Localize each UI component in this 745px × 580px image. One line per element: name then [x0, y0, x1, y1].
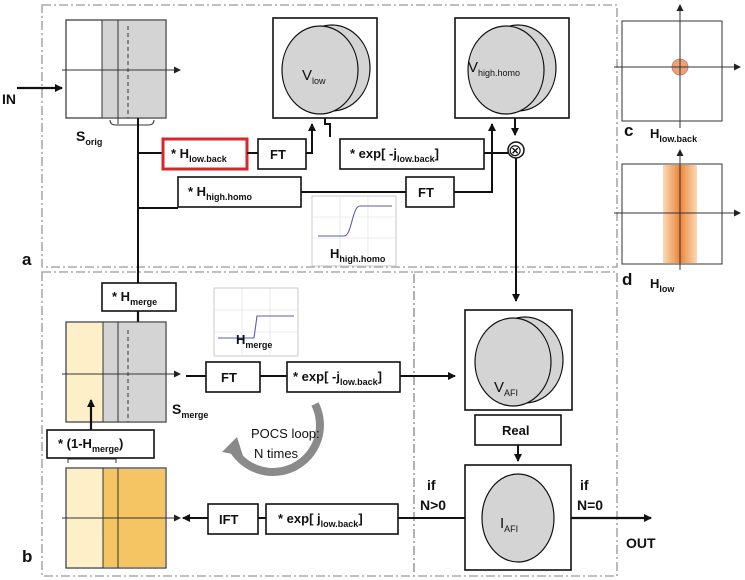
h-merge-plot-label: Hmerge [236, 332, 272, 350]
if-right-line1: if [580, 477, 589, 493]
i-afi-image [464, 464, 572, 571]
arrow-to-v-low [306, 123, 316, 154]
ft-bottom-op [205, 361, 261, 393]
ft-top-op [257, 138, 307, 170]
ft-top-op-label: FT [270, 147, 286, 162]
panel-label-c: c [624, 121, 633, 140]
ft-bottom-op-label: FT [221, 370, 237, 385]
h-merge-op-label: * Hmerge [112, 289, 157, 307]
h-high-homo-plot [311, 195, 397, 267]
exp-top-op [339, 138, 485, 170]
h-low-back-op-label: * Hlow.back [171, 146, 228, 164]
v-high-homo-label: Vhigh.homo [468, 59, 520, 78]
multiply-symbol: ⊗ [508, 141, 522, 160]
h-merge-op [101, 282, 177, 312]
arrow-to-v-high-homo [454, 123, 496, 193]
output-label: OUT [626, 535, 656, 551]
panel-label-a: a [22, 250, 32, 269]
input-label: IN [2, 91, 16, 107]
v-afi-label: VAFI [494, 379, 518, 398]
h-high-homo-plot-label: Hhigh.homo [330, 246, 386, 264]
h-low-back-image [614, 4, 741, 128]
link-vlow-exp [324, 118, 331, 137]
pocs-loop-line2: N times [254, 446, 299, 461]
v-low-label: Vlow [302, 67, 326, 86]
exp-mid-op [286, 361, 401, 393]
if-left-line2: N>0 [420, 497, 446, 513]
ift-op-label: IFT [219, 512, 239, 527]
h-merge-plot [213, 287, 299, 357]
if-left-line1: if [427, 477, 436, 493]
frame-a [41, 4, 618, 268]
panel-label-d: d [622, 270, 632, 289]
v-low-volume [272, 17, 378, 119]
h-low-image [614, 149, 741, 270]
if-right-line2: N=0 [577, 497, 603, 513]
exp-top-op-label: * exp[ -jlow.back] [350, 146, 439, 164]
h-low-back-image-label: Hlow.back [650, 126, 698, 144]
exp-inv-op-label: * exp[ jlow.back] [278, 511, 363, 529]
ft-mid-op-label: FT [418, 185, 434, 200]
s-merge-label: Smerge [172, 401, 208, 420]
frame-right [413, 271, 618, 577]
pocs-loop-line1: POCS loop: [251, 426, 320, 441]
exp-inv-op [265, 503, 399, 535]
ft-mid-op [405, 176, 455, 208]
real-op-label: Real [502, 423, 529, 438]
panel-label-b: b [22, 547, 32, 566]
h-low-back-op [161, 137, 249, 171]
h-low-image-label: Hlow [650, 276, 675, 294]
ift-result-image [62, 458, 181, 569]
one-minus-h-merge-op-label: * (1-Hmerge) [58, 436, 123, 454]
v-high-homo-volume [454, 17, 570, 119]
s-merge-image [62, 321, 181, 423]
s-orig-image [62, 19, 181, 126]
v-afi-volume [464, 309, 573, 411]
h-high-homo-op-label: * Hhigh.homo [188, 184, 253, 202]
exp-mid-op-label: * exp[ -jlow.back] [293, 369, 382, 387]
pocs-loop-arrow [227, 402, 324, 476]
i-afi-label: IAFI [500, 515, 518, 534]
one-minus-h-merge-op [46, 429, 155, 459]
pocs-loop-arrowhead [222, 437, 243, 456]
s-orig-label: Sorig [76, 128, 102, 147]
